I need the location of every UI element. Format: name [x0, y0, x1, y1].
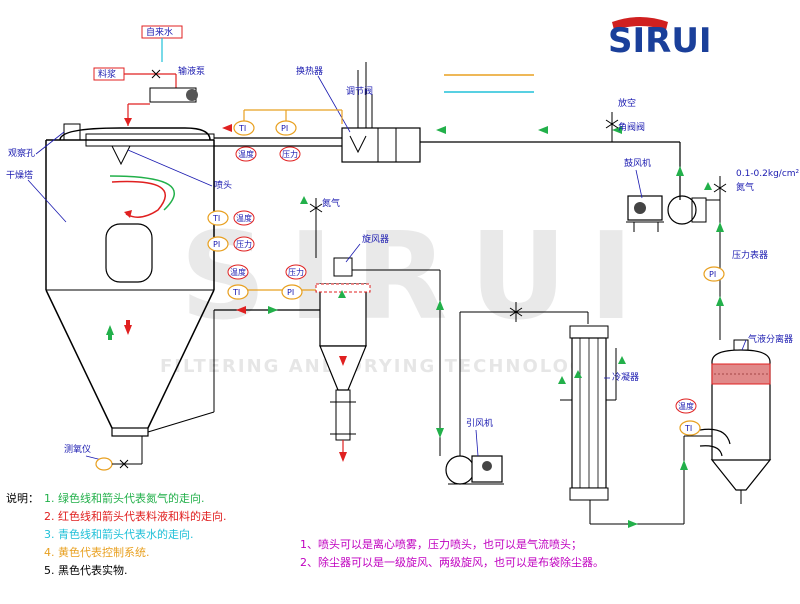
dryer-tower: 干燥塔 观察孔 喷头	[6, 123, 232, 437]
svg-text:自来水: 自来水	[146, 26, 173, 38]
cyclone: 旋风器	[315, 233, 389, 462]
fan-to-condenser-line	[459, 302, 589, 456]
condenser-to-separator-line	[589, 435, 712, 528]
logo-text: SIRUI	[608, 21, 712, 61]
svg-text:温度: 温度	[678, 401, 694, 411]
note-1: 1、喷头可以是离心喷雾，压力喷头，也可以是气流喷头；	[300, 537, 582, 551]
svg-text:观察孔: 观察孔	[8, 147, 35, 159]
blower: 鼓风机	[624, 157, 707, 232]
legend: 说明： 1. 绿色线和箭头代表氮气的走向. 2. 红色线和箭头代表料液和料的走向.…	[6, 491, 227, 577]
tower-to-cyclone-duct	[147, 306, 326, 433]
heat-exchanger	[341, 127, 421, 163]
ti-instrument-top	[233, 120, 255, 136]
condenser: 冷凝器	[558, 325, 639, 501]
svg-text:放空: 放空	[618, 97, 636, 109]
control-lines-top: TI PI 温度 压力	[233, 109, 343, 162]
legend-item: 1. 绿色线和箭头代表氮气的走向.	[44, 491, 205, 505]
svg-text:压力: 压力	[282, 149, 298, 159]
svg-text:PI: PI	[213, 240, 220, 249]
svg-text:气液分离器: 气液分离器	[748, 333, 793, 345]
svg-text:料浆: 料浆	[98, 68, 116, 80]
svg-text:换热器: 换热器	[296, 65, 323, 77]
svg-text:温度: 温度	[236, 213, 252, 223]
svg-text:旋风器: 旋风器	[362, 233, 389, 245]
control-lines-mid: TI 温度 PI 压力 温度 压力 TI PI	[207, 210, 320, 300]
svg-text:PI: PI	[281, 124, 288, 133]
legend-item: 5. 黑色代表实物.	[44, 563, 128, 577]
nozzle-shape	[111, 145, 131, 166]
svg-text:冷凝器: 冷凝器	[612, 371, 639, 383]
feed-section: 自来水 料浆 输液泵	[93, 25, 205, 126]
svg-text:TI: TI	[212, 214, 220, 223]
svg-text:角阀阀: 角阀阀	[618, 121, 645, 133]
svg-text:引风机: 引风机	[466, 417, 493, 429]
oxygen-meter: 测氧仪	[64, 436, 143, 471]
svg-text:调节阀: 调节阀	[346, 86, 373, 97]
observation-window	[105, 223, 153, 283]
svg-text:鼓风机: 鼓风机	[624, 157, 651, 169]
legend-item: 2. 红色线和箭头代表料液和料的走向.	[44, 509, 227, 523]
svg-text:SIRUI: SIRUI	[180, 208, 656, 347]
svg-text:压力: 压力	[288, 267, 304, 277]
legend-title: 说明：	[6, 491, 39, 505]
svg-text:输液泵: 输液泵	[178, 65, 205, 77]
svg-text:压力: 压力	[236, 239, 252, 249]
watermark: SIRUI FILTERING AND DRYING TECHNOLOGY	[160, 208, 656, 377]
svg-text:氮气: 氮气	[322, 197, 340, 209]
pi-instrument-top	[275, 120, 297, 136]
legend-color-lines	[444, 74, 534, 93]
nitrogen-inlet: 氮气	[300, 196, 340, 258]
svg-text:温度: 温度	[238, 149, 254, 159]
svg-text:TI: TI	[238, 124, 246, 133]
note-2: 2、除尘器可以是一级旋风、两级旋风，也可以是布袋除尘器。	[300, 555, 604, 569]
sirui-logo: SIRUI	[608, 17, 712, 61]
svg-text:0.1-0.2kg/cm²: 0.1-0.2kg/cm²	[736, 169, 800, 179]
svg-text:氮气: 氮气	[736, 181, 754, 193]
svg-text:压力表器: 压力表器	[732, 249, 768, 261]
svg-text:温度: 温度	[230, 267, 246, 277]
separator-to-blower-line: 0.1-0.2kg/cm² 氮气 压力表器 PI	[703, 169, 800, 340]
svg-text:FILTERING AND DRYING TECHNOLOG: FILTERING AND DRYING TECHNOLOGY	[160, 356, 601, 377]
notes: 1、喷头可以是离心喷雾，压力喷头，也可以是气流喷头； 2、除尘器可以是一级旋风、…	[300, 537, 604, 569]
gas-liquid-separator: 气液分离器 温度 TI	[675, 333, 793, 504]
svg-text:PI: PI	[287, 288, 294, 297]
svg-text:TI: TI	[684, 424, 692, 433]
svg-text:喷头: 喷头	[214, 180, 232, 191]
exhaust-fan: 引风机	[445, 417, 504, 485]
svg-text:干燥塔: 干燥塔	[6, 169, 33, 181]
legend-item: 3. 青色线和箭头代表水的走向.	[44, 527, 194, 541]
svg-text:TI: TI	[232, 288, 240, 297]
separator-packing	[711, 363, 771, 385]
svg-text:测氧仪: 测氧仪	[64, 443, 91, 455]
cyclone-to-fan-line	[352, 269, 444, 456]
svg-text:PI: PI	[709, 270, 716, 279]
legend-item: 4. 黄色代表控制系统.	[44, 545, 150, 559]
